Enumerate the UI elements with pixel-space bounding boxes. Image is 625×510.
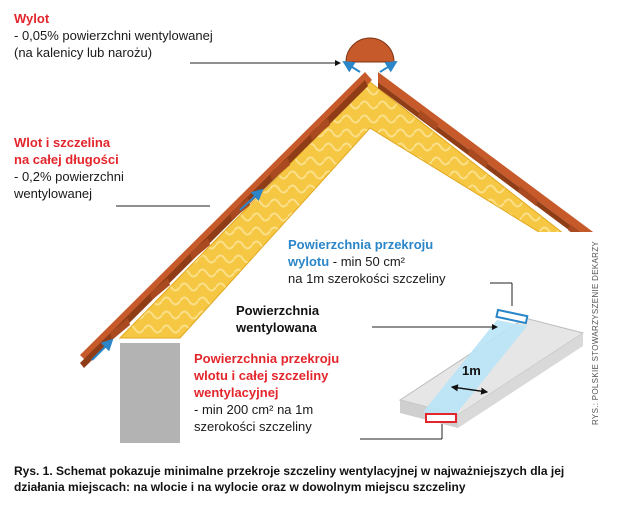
- outlet-marker: [495, 308, 529, 325]
- dimension-label: 1m: [462, 363, 481, 378]
- detail-panel: [280, 232, 625, 455]
- outlet-title: Wylot: [14, 11, 50, 26]
- figure-caption: Rys. 1. Schemat pokazuje minimalne przek…: [14, 464, 565, 494]
- left-roof-tiles: [80, 72, 372, 368]
- inlet-marker: [425, 413, 457, 423]
- ridge-cap: [345, 37, 395, 63]
- outlet-label: Wylot - 0,05% powierzchni wentylowanej (…: [14, 10, 213, 61]
- inlet-line1: - 0,2% powierzchni: [14, 169, 124, 184]
- inlet-section-label: Powierzchnia przekroju wlotu i całej szc…: [194, 350, 339, 435]
- ventilated-line1: Powierzchnia: [236, 303, 320, 318]
- ventilated-line2: wentylowana: [236, 320, 317, 335]
- outlet-line2: (na kalenicy lub narożu): [14, 45, 153, 60]
- right-roof-tiles: [378, 72, 620, 268]
- inlet-section-title3: wentylacyjnej: [194, 385, 279, 400]
- outlet-section-line2: na 1m szerokości szczeliny: [288, 271, 446, 286]
- inlet-title1: Wlot i szczelina: [14, 135, 111, 150]
- outlet-section-value: - min 50 cm²: [329, 254, 406, 269]
- inlet-section-line1: - min 200 cm² na 1m: [194, 402, 314, 417]
- ventilated-label: Powierzchnia wentylowana: [236, 302, 319, 336]
- airflow-arrows: [91, 60, 398, 361]
- inlet-section-title2: wlotu i całej szczeliny: [194, 368, 329, 383]
- inlet-section-title1: Powierzchnia przekroju: [194, 351, 340, 366]
- wall: [120, 343, 180, 443]
- inlet-title2: na całej długości: [14, 152, 119, 167]
- inlet-section-line2: szerokości szczeliny: [194, 419, 312, 434]
- image-credit: RYS.: POLSKIE STOWARZYSZENIE DEKARZY: [591, 240, 600, 425]
- board-sample: [398, 308, 585, 428]
- inlet-label: Wlot i szczelina na całej długości - 0,2…: [14, 134, 124, 202]
- ventilated-strip: [423, 320, 527, 418]
- leader-lines: [116, 60, 513, 440]
- outlet-line1: - 0,05% powierzchni wentylowanej: [14, 28, 213, 43]
- outlet-section-title1: Powierzchnia przekroju: [288, 237, 434, 252]
- inlet-line2: wentylowanej: [14, 186, 93, 201]
- outlet-section-label: Powierzchnia przekroju wylotu - min 50 c…: [288, 236, 446, 287]
- outlet-section-title2: wylotu: [288, 254, 330, 269]
